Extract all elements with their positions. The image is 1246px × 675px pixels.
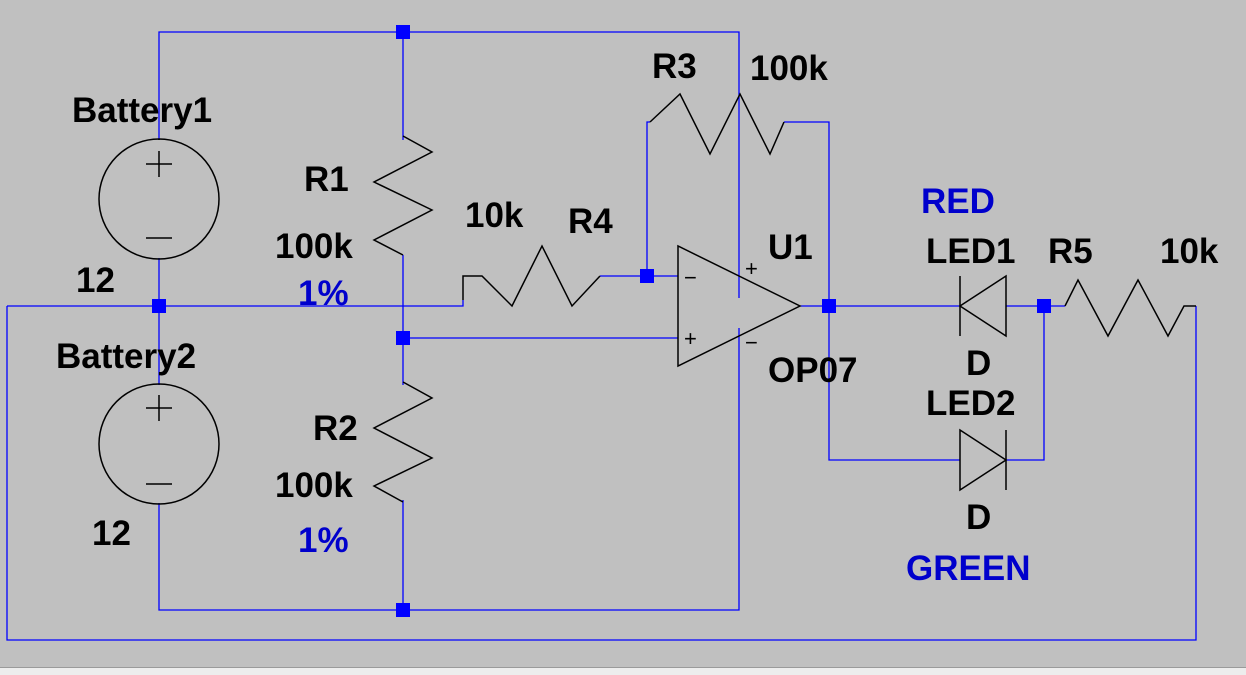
led2-name-label: LED2 (926, 384, 1015, 423)
r1-value-label: 100k (275, 227, 353, 266)
resistor-r4[interactable] (462, 244, 601, 308)
resistor-icon (372, 381, 434, 503)
wire-feedback-right (784, 121, 830, 306)
r4-name-label: R4 (568, 202, 613, 241)
led1-model-label: D (966, 344, 991, 383)
opamp-noninverting-sign: + (684, 326, 697, 351)
battery2[interactable] (98, 383, 220, 505)
battery1-value-label: 12 (76, 261, 115, 300)
r3-name-label: R3 (652, 47, 697, 86)
led1[interactable] (958, 274, 1007, 338)
r4-value-label: 10k (465, 196, 524, 235)
resistor-icon (1064, 278, 1196, 338)
r1-tolerance-label: 1% (298, 274, 349, 313)
opamp-u1[interactable]: − + + − (677, 244, 802, 368)
junction-node (1037, 299, 1051, 313)
led2-model-label: D (966, 498, 991, 537)
resistor-r3[interactable] (649, 92, 785, 156)
r5-value-label: 10k (1160, 232, 1219, 271)
opamp-icon (677, 244, 802, 368)
u1-name-label: U1 (768, 228, 813, 267)
opamp-vplus-sign: + (745, 256, 758, 281)
junction-node (396, 603, 410, 617)
battery1[interactable] (98, 138, 220, 260)
voltage-source-icon (98, 383, 220, 505)
junctions (152, 25, 1051, 617)
u1-model-label: OP07 (768, 351, 858, 390)
resistor-r2[interactable] (372, 381, 434, 503)
r2-value-label: 100k (275, 466, 353, 505)
opamp-inverting-sign: − (684, 265, 697, 290)
junction-node (822, 299, 836, 313)
wire-output-to-led2 (828, 306, 960, 461)
r2-tolerance-label: 1% (298, 521, 349, 560)
battery1-name-label: Battery1 (72, 91, 212, 130)
led-icon (958, 274, 1007, 338)
r3-value-label: 100k (750, 49, 828, 88)
voltage-source-icon (98, 138, 220, 260)
battery2-value-label: 12 (92, 514, 131, 553)
resistor-icon (462, 244, 601, 308)
led2-color-label: GREEN (906, 549, 1030, 588)
led1-name-label: LED1 (926, 232, 1015, 271)
wire-ground-to-r4 (159, 300, 464, 307)
junction-node (640, 269, 654, 283)
resistor-r1[interactable] (372, 135, 434, 256)
junction-node (396, 331, 410, 345)
wires (6, 31, 1197, 641)
wire-ground-loop (6, 306, 1197, 641)
led1-color-label: RED (921, 182, 995, 221)
r5-name-label: R5 (1048, 232, 1093, 271)
window-bottom-edge (0, 667, 1246, 675)
resistor-r5[interactable] (1064, 278, 1196, 338)
wire-led2-to-node (1006, 306, 1045, 461)
wire-top-rail (158, 31, 740, 298)
opamp-vminus-sign: − (745, 330, 758, 355)
resistor-icon (372, 135, 434, 256)
r1-name-label: R1 (304, 160, 349, 199)
led-icon (959, 428, 1008, 492)
r2-name-label: R2 (313, 409, 358, 448)
junction-node (396, 25, 410, 39)
junction-node (152, 299, 166, 313)
led2[interactable] (959, 428, 1008, 492)
resistor-icon (649, 92, 785, 156)
battery2-name-label: Battery2 (56, 337, 196, 376)
wire-bottom-rail (158, 328, 740, 611)
wire-feedback-left (646, 121, 650, 276)
